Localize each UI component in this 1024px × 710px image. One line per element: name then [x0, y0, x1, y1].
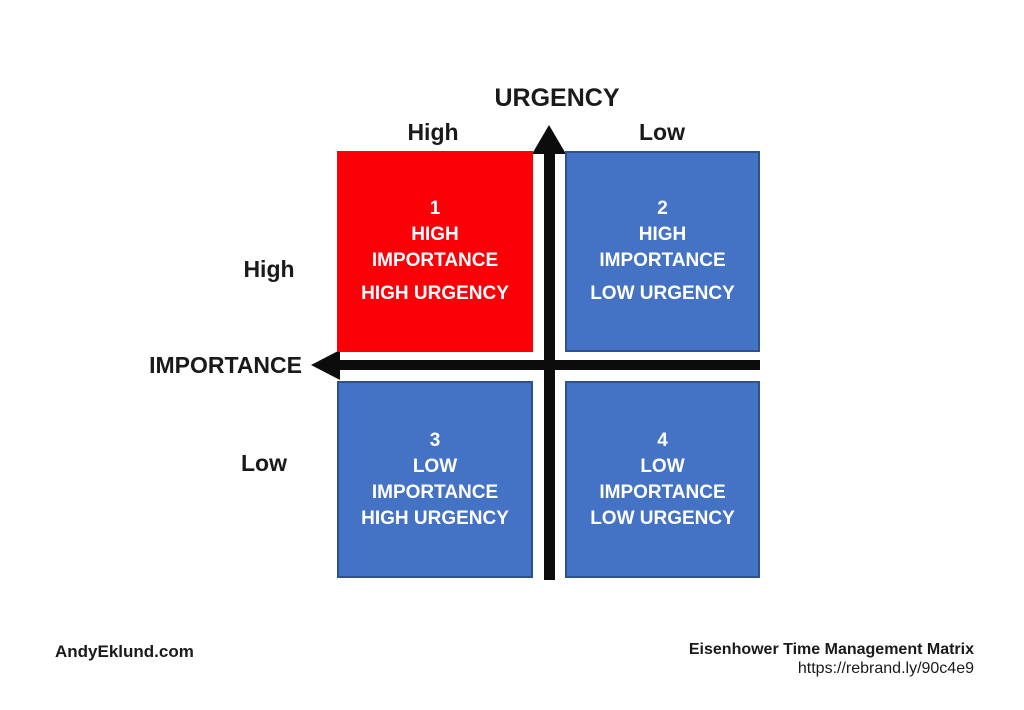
quadrant-urgency-line: LOW URGENCY	[590, 507, 735, 529]
quadrant-importance-word: IMPORTANCE	[599, 481, 726, 503]
quadrant-importance-word: IMPORTANCE	[371, 250, 499, 271]
quadrant-number: 4	[657, 429, 668, 451]
urgency-high-label: High	[407, 119, 459, 145]
quadrant-importance-word: IMPORTANCE	[371, 481, 499, 503]
footer-short-url: https://rebrand.ly/90c4e9	[797, 660, 974, 677]
quadrant-importance-level: LOW	[640, 455, 685, 477]
quadrant-urgency-line: HIGH URGENCY	[361, 283, 509, 304]
urgency-axis-title: URGENCY	[494, 84, 620, 112]
quadrant-importance-level: HIGH	[638, 224, 687, 245]
importance-axis-title: IMPORTANCE	[149, 352, 302, 378]
importance-low-label: Low	[241, 450, 287, 476]
left-arrow-icon	[311, 350, 340, 380]
attribution-site: AndyEklund.com	[55, 642, 194, 661]
quadrant-importance-level: HIGH	[411, 224, 459, 245]
footer-matrix-title: Eisenhower Time Management Matrix	[688, 641, 974, 658]
footer-credit-block: Eisenhower Time Management Matrix https:…	[689, 640, 974, 678]
quadrant-1-high-importance-high-urgency: 1 HIGH IMPORTANCE HIGH URGENCY	[337, 151, 533, 352]
quadrant-2-high-importance-low-urgency: 2 HIGH IMPORTANCE LOW URGENCY	[565, 151, 760, 352]
quadrant-urgency-line: LOW URGENCY	[590, 283, 735, 304]
importance-high-label: High	[243, 256, 295, 282]
up-arrow-icon	[532, 125, 566, 154]
quadrant-importance-word: IMPORTANCE	[599, 250, 726, 271]
quadrant-3-low-importance-high-urgency: 3 LOW IMPORTANCE HIGH URGENCY	[337, 381, 533, 578]
urgency-low-label: Low	[639, 119, 685, 145]
importance-axis-line	[338, 360, 760, 370]
quadrant-number: 1	[429, 198, 441, 219]
quadrant-number: 3	[429, 429, 441, 451]
quadrant-importance-level: LOW	[412, 455, 458, 477]
quadrant-4-low-importance-low-urgency: 4 LOW IMPORTANCE LOW URGENCY	[565, 381, 760, 578]
quadrant-number: 2	[657, 198, 668, 219]
quadrant-urgency-line: HIGH URGENCY	[361, 507, 509, 529]
